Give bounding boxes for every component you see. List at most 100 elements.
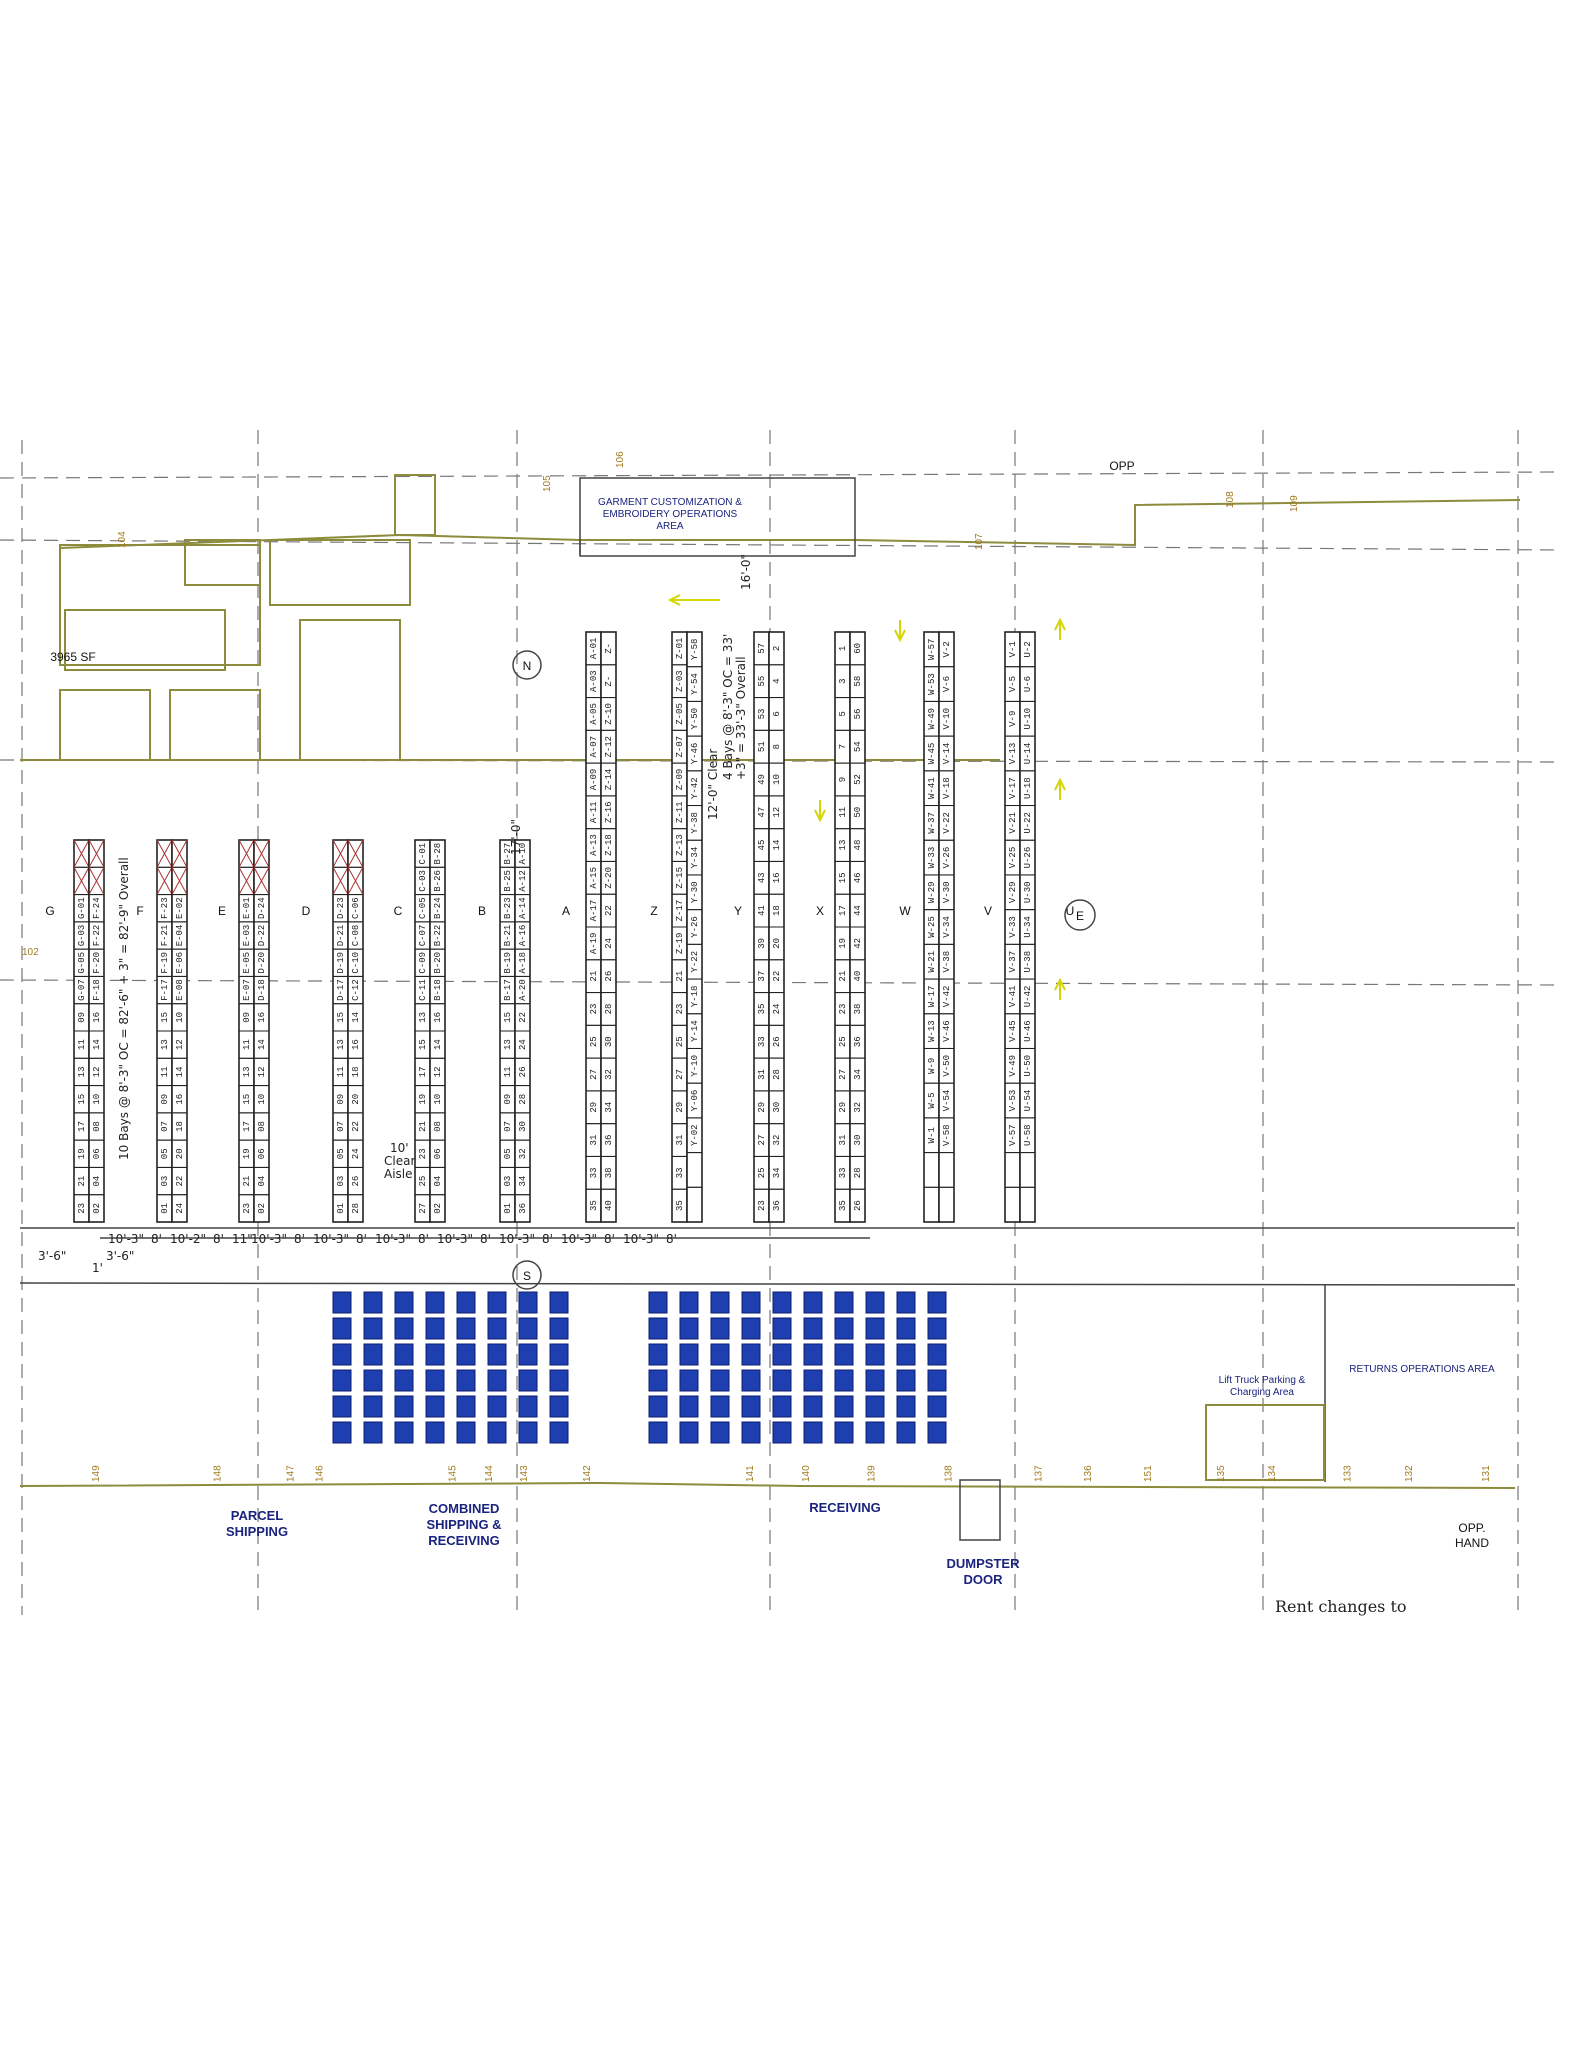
- bay-label: A-12: [518, 870, 528, 892]
- bay-label: 16: [772, 872, 782, 883]
- pallet: [456, 1395, 476, 1418]
- dimension-text: 10'-3": [108, 1232, 144, 1246]
- pallet: [710, 1369, 730, 1392]
- door-number: 136: [1083, 1465, 1094, 1482]
- pallet: [896, 1369, 916, 1392]
- rack-bay: [171, 1194, 188, 1223]
- bay-label: 21: [418, 1121, 428, 1132]
- bay-label: 40: [853, 971, 863, 982]
- bay-label: V-1: [1008, 641, 1018, 657]
- bay-label: Z-15: [675, 867, 685, 889]
- bay-label: D-23: [336, 897, 346, 919]
- bay-label: 21: [675, 971, 685, 982]
- bay-label: 26: [518, 1067, 528, 1078]
- rack-bay: [768, 1188, 785, 1223]
- bay-label: 15: [242, 1094, 252, 1105]
- bay-label: 01: [503, 1203, 513, 1214]
- bay-label: G-05: [77, 952, 87, 974]
- pallet: [741, 1395, 761, 1418]
- bay-label: 38: [604, 1167, 614, 1178]
- pallet: [896, 1395, 916, 1418]
- bay-label: Z-09: [675, 769, 685, 791]
- pallet: [456, 1369, 476, 1392]
- pallet: [927, 1317, 947, 1340]
- bay-label: U-2: [1023, 641, 1033, 657]
- bay-label: A-01: [589, 638, 599, 660]
- bay-label: 43: [757, 872, 767, 883]
- pallet: [456, 1421, 476, 1444]
- pallet: [549, 1369, 569, 1392]
- bay-label: Y-02: [690, 1124, 700, 1146]
- pallet: [518, 1421, 538, 1444]
- bay-label: F-22: [92, 925, 102, 947]
- blocked-bay-mark: [88, 839, 105, 868]
- bay-label: 08: [433, 1121, 443, 1132]
- bay-label: V-37: [1008, 951, 1018, 973]
- bay-label: B-23: [503, 897, 513, 919]
- pallet: [425, 1369, 445, 1392]
- clear-12-annotation: 12'-0" Clear: [706, 749, 720, 820]
- bay-label: A-15: [589, 867, 599, 889]
- blocked-bay-mark: [332, 867, 349, 895]
- pallet: [865, 1421, 885, 1444]
- bay-label: Z-20: [604, 867, 614, 889]
- blocked-bay-mark: [347, 867, 364, 895]
- pallet: [772, 1369, 792, 1392]
- bay-label: E-02: [175, 897, 185, 919]
- bay-label: 36: [604, 1135, 614, 1146]
- bay-label: V-34: [942, 916, 952, 938]
- pallet: [456, 1291, 476, 1314]
- bay-label: 15: [418, 1039, 428, 1050]
- pallet: [741, 1421, 761, 1444]
- pallet: [648, 1343, 668, 1366]
- pallet: [648, 1395, 668, 1418]
- bay-label: 12: [433, 1067, 443, 1078]
- bay-label: 25: [418, 1176, 428, 1187]
- pallet: [363, 1421, 383, 1444]
- bay-label: Y-30: [690, 881, 700, 903]
- bay-label: 06: [257, 1148, 267, 1159]
- bay-label: 22: [772, 971, 782, 982]
- bay-label: D-24: [257, 897, 267, 919]
- office-area: [59, 474, 436, 761]
- office-square-footage: 3965 SF: [50, 650, 95, 664]
- bay-label: 12: [772, 807, 782, 818]
- bay-label: 35: [757, 1004, 767, 1015]
- door-number: 140: [801, 1465, 812, 1482]
- bay-label: B-28: [433, 843, 443, 865]
- door-number: 148: [213, 1465, 224, 1482]
- receiving-label: RECEIVING: [809, 1500, 881, 1515]
- pallet: [394, 1291, 414, 1314]
- bay-label: 33: [675, 1167, 685, 1178]
- bay-label: 02: [257, 1203, 267, 1214]
- door-number: 146: [314, 1465, 325, 1482]
- garment-area-label-1: GARMENT CUSTOMIZATION &: [598, 497, 742, 508]
- bay-label: 24: [772, 1004, 782, 1015]
- bay-label: C-11: [418, 979, 428, 1001]
- bay-label: 35: [675, 1200, 685, 1211]
- bay-label: 19: [418, 1094, 428, 1105]
- bay-label: 32: [853, 1102, 863, 1113]
- bay-label: 29: [589, 1102, 599, 1113]
- bay-label: B-20: [433, 952, 443, 974]
- bay-label: E-06: [175, 952, 185, 974]
- bay-label: 20: [175, 1148, 185, 1159]
- bay-label: C-03: [418, 870, 428, 892]
- bay-label: Z-: [604, 676, 614, 687]
- pallet: [363, 1369, 383, 1392]
- bay-label: 05: [503, 1148, 513, 1159]
- dimension-text: 8': [213, 1232, 224, 1246]
- bay-label: 36: [772, 1200, 782, 1211]
- blocked-bay-mark: [73, 867, 90, 895]
- aisle-letter: Z: [650, 904, 657, 918]
- bay-label: 13: [418, 1012, 428, 1023]
- bay-label: 21: [77, 1176, 87, 1187]
- bay-label: C-10: [351, 952, 361, 974]
- bay-label: A-20: [518, 979, 528, 1001]
- bay-label: A-16: [518, 925, 528, 947]
- bay-label: 04: [257, 1176, 267, 1187]
- dimension-text: 10'-2": [170, 1232, 206, 1246]
- bay-label: 58: [853, 676, 863, 687]
- bay-label: E-05: [242, 952, 252, 974]
- pallet: [710, 1291, 730, 1314]
